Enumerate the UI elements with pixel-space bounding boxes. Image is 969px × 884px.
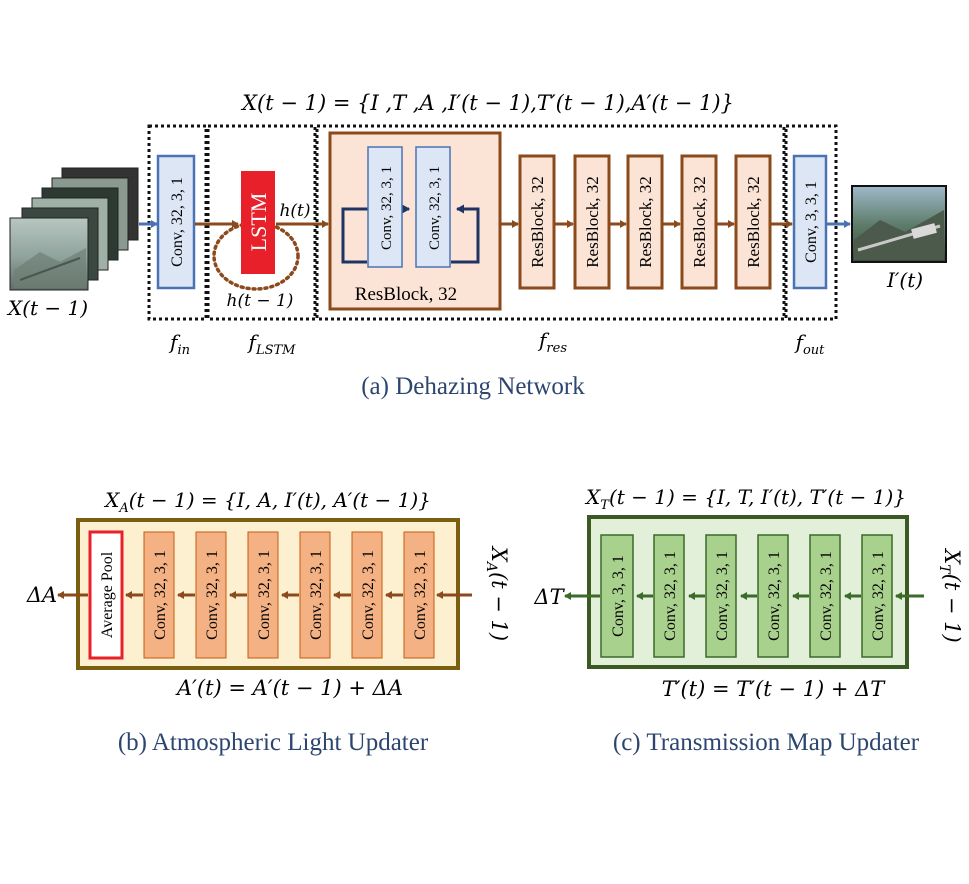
conv-out-label: Conv, 3, 3, 1	[803, 181, 820, 263]
b-conv-2-label: Conv, 32, 3, 1	[360, 550, 377, 640]
c-conv-2-label: Conv, 32, 3, 1	[662, 551, 679, 641]
resblock-4-label: ResBlock, 32	[690, 176, 709, 268]
output-image	[851, 185, 947, 263]
resblock-5	[734, 154, 772, 290]
b-conv-6-label: Conv, 32, 3, 1	[152, 550, 169, 640]
f-lstm-label: fLSTM	[247, 330, 297, 358]
conv-in-label: Conv, 32, 3, 1	[169, 177, 186, 267]
f-out-label: fout	[794, 330, 826, 358]
panel-c-equation: XT(t − 1) = {I, T, I′(t), T′(t − 1)}	[584, 485, 906, 513]
b-conv-3	[299, 531, 331, 659]
c-update-equation: T′(t) = T′(t − 1) + ΔT	[662, 677, 887, 701]
h-t-label: h(t)	[279, 201, 310, 221]
resblock-3	[626, 154, 664, 290]
c-conv-1-label: Conv, 3, 3, 1	[610, 555, 627, 637]
c-output-label: ΔT	[533, 585, 565, 609]
b-conv-1	[403, 531, 435, 659]
b-output-label: ΔA	[26, 583, 57, 607]
lstm-block	[241, 171, 275, 274]
conv-in-block	[156, 154, 196, 290]
skip-connection-output	[451, 204, 480, 264]
resblock-1-label: ResBlock, 32	[528, 176, 547, 268]
resblock-1	[518, 154, 556, 290]
resblock-expanded-label: ResBlock, 32	[355, 284, 457, 305]
c-conv-2	[653, 534, 685, 658]
b-conv-6	[143, 531, 175, 659]
b-conv-2	[351, 531, 383, 659]
b-update-equation: A′(t) = A′(t − 1) + ΔA	[175, 676, 403, 700]
b-conv-3-label: Conv, 32, 3, 1	[308, 550, 325, 640]
panel-a-equation: X(t − 1) = {I ,T ,A ,I′(t − 1),T′(t − 1)…	[240, 91, 734, 115]
resblock-3-label: ResBlock, 32	[636, 176, 655, 268]
resblock-4	[680, 154, 718, 290]
c-conv-3-label: Conv, 32, 3, 1	[714, 551, 731, 641]
resblock-2-label: ResBlock, 32	[583, 176, 602, 268]
c-conv-4	[757, 534, 789, 658]
b-average-pool	[88, 530, 124, 660]
c-conv-1	[600, 534, 634, 658]
resblock-5-label: ResBlock, 32	[744, 176, 763, 268]
b-conv-4-label: Conv, 32, 3, 1	[256, 550, 273, 640]
res-inner-conv-1	[367, 146, 403, 268]
b-conv-5	[195, 531, 227, 659]
f-res-label: fres	[537, 328, 567, 356]
res-inner-conv-2-label: Conv, 32, 3, 1	[427, 166, 443, 250]
c-conv-5	[809, 534, 841, 658]
panel-c-container	[587, 515, 909, 669]
c-input-label: XT(t − 1)	[936, 547, 964, 642]
input-label: X(t − 1)	[6, 296, 88, 320]
panel-b-equation: XA(t − 1) = {I, A, I′(t), A′(t − 1)}	[103, 488, 431, 516]
resblock-2	[573, 154, 611, 290]
c-conv-5-label: Conv, 32, 3, 1	[818, 551, 835, 641]
b-conv-4	[247, 531, 279, 659]
c-conv-4-label: Conv, 32, 3, 1	[766, 551, 783, 641]
f-in-label: fin	[168, 330, 190, 358]
b-conv-5-label: Conv, 32, 3, 1	[204, 550, 221, 640]
caption-a: (a) Dehazing Network	[361, 373, 585, 400]
c-conv-6	[861, 534, 893, 658]
output-label: I′(t)	[886, 268, 923, 292]
conv-out-block	[792, 154, 828, 290]
resblock-expanded	[328, 131, 502, 311]
b-input-label: XA(t − 1)	[483, 545, 511, 641]
input-frames-stack	[9, 167, 139, 291]
b-average-pool-label: Average Pool	[99, 551, 116, 638]
c-conv-6-label: Conv, 32, 3, 1	[870, 551, 887, 641]
caption-c: (c) Transmission Map Updater	[613, 729, 920, 756]
res-inner-conv-1-label: Conv, 32, 3, 1	[379, 166, 395, 250]
c-conv-3	[705, 534, 737, 658]
lstm-label: LSTM	[246, 193, 271, 252]
h-prev-label: h(t − 1)	[227, 291, 294, 311]
res-inner-conv-2	[415, 146, 451, 268]
b-conv-1-label: Conv, 32, 3, 1	[412, 550, 429, 640]
caption-b: (b) Atmospheric Light Updater	[118, 729, 429, 756]
